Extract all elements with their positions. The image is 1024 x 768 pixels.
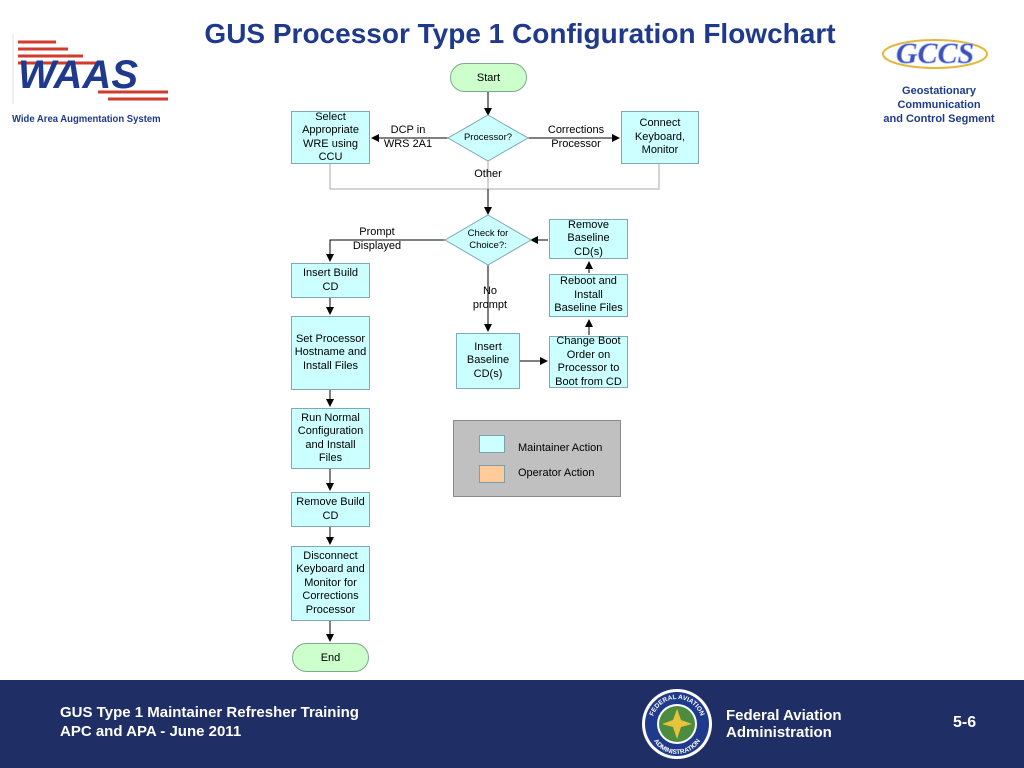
svg-text:GCCS: GCCS	[896, 37, 974, 70]
reboot-install-box: Reboot and Install Baseline Files	[549, 274, 628, 317]
legend: Maintainer Action Operator Action	[453, 420, 621, 497]
processor-decision	[446, 114, 530, 162]
flowchart-connectors	[326, 91, 660, 642]
page-number: 5-6	[953, 714, 977, 731]
footer-bar: GUS Type 1 Maintainer Refresher Training…	[0, 680, 1024, 768]
insert-build-box: Insert Build CD	[291, 263, 370, 298]
maintainer-legend-label: Maintainer Action	[518, 442, 603, 454]
operator-legend-label: Operator Action	[518, 467, 595, 479]
other-label: Other	[474, 168, 502, 180]
footer-course: GUS Type 1 Maintainer Refresher Training…	[60, 704, 359, 740]
check-choice-label: Check for Choice?:	[467, 228, 509, 251]
disconnect-box: Disconnect Keyboard and Monitor for Corr…	[291, 546, 370, 621]
dcp-label: DCP in WRS 2A1	[383, 124, 433, 150]
start-terminal: Start	[450, 63, 527, 92]
corrections-label: Corrections Processor	[547, 124, 605, 150]
run-configuration-box: Run Normal Configuration and Install Fil…	[291, 408, 370, 469]
maintainer-swatch	[479, 435, 505, 453]
gccs-caption: Geostationary Communication and Control …	[883, 85, 995, 125]
connect-keyboard-box: Connect Keyboard, Monitor	[621, 111, 699, 164]
processor-decision-label: Processor?	[463, 132, 513, 143]
insert-baseline-box: Insert Baseline CD(s)	[456, 333, 520, 389]
select-wre-box: Select Appropriate WRE using CCU	[291, 111, 370, 164]
end-terminal: End	[292, 643, 369, 672]
operator-swatch	[479, 465, 505, 483]
prompt-displayed-label: Prompt Displayed	[352, 226, 402, 252]
check-choice-decision	[444, 214, 532, 266]
set-hostname-box: Set Processor Hostname and Install Files	[291, 316, 370, 390]
remove-baseline-box: Remove Baseline CD(s)	[549, 219, 628, 259]
gccs-logo: GCCS	[882, 37, 988, 70]
no-prompt-label: No prompt	[472, 285, 508, 311]
remove-build-box: Remove Build CD	[291, 492, 370, 527]
waas-logo: WAAS	[12, 34, 168, 104]
page-title: GUS Processor Type 1 Configuration Flowc…	[204, 18, 836, 49]
faa-name: Federal Aviation Administration	[726, 707, 842, 741]
change-boot-box: Change Boot Order on Processor to Boot f…	[549, 335, 628, 388]
waas-caption: Wide Area Augmentation System	[12, 114, 161, 125]
svg-text:WAAS: WAAS	[18, 53, 138, 97]
faa-seal-logo: FEDERAL AVIATION ADMINISTRATION	[642, 689, 712, 759]
